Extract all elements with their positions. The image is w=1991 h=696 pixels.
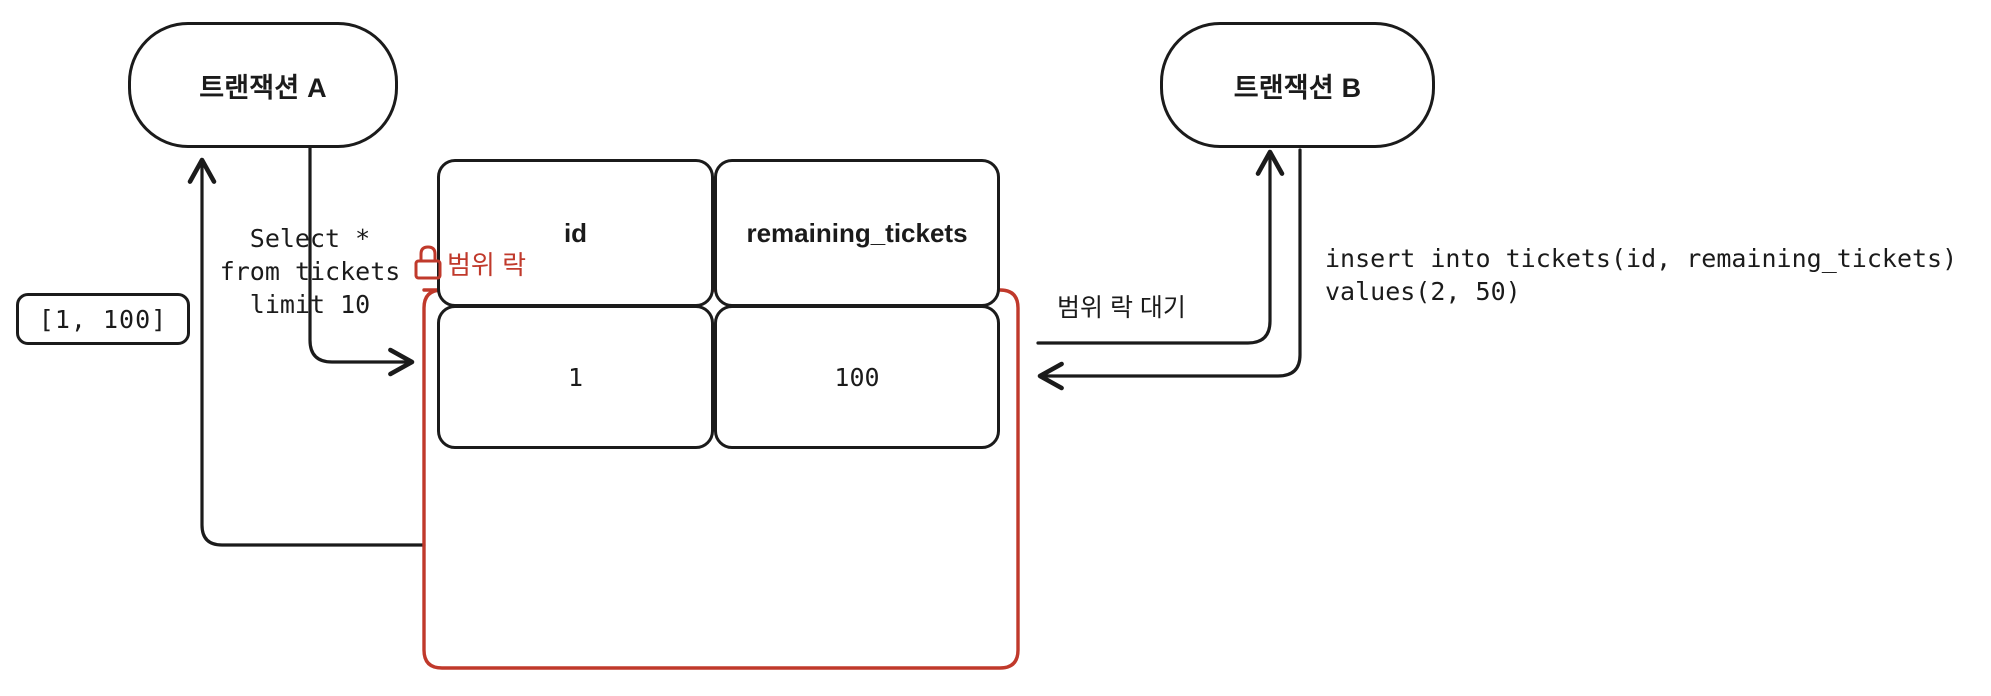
select-query-label: Select * from tickets limit 10 — [219, 224, 401, 319]
transaction-b-node[interactable]: 트랜잭션 B — [1160, 22, 1435, 148]
transaction-b-label: 트랜잭션 B — [1233, 72, 1362, 103]
range-value-box[interactable]: [1, 100] — [16, 293, 190, 345]
range-value-label: [1, 100] — [38, 304, 168, 334]
range-lock-label: 범위 락 — [447, 250, 526, 280]
range-lock-wait-label: 범위 락 대기 — [1057, 294, 1186, 322]
edge-a-result — [187, 157, 426, 547]
table-row: 1 — [437, 305, 714, 449]
transaction-a-label: 트랜잭션 A — [199, 72, 327, 103]
edge-b-insert — [1037, 148, 1302, 391]
transaction-a-node[interactable]: 트랜잭션 A — [128, 22, 398, 148]
insert-query-label: insert into tickets(id, remaining_ticket… — [1325, 244, 1958, 306]
table-header-id-label: id — [563, 217, 588, 248]
table-header-cell-remaining-tickets: remaining_tickets — [714, 159, 1000, 307]
table-cell-remaining-tickets: 100 — [714, 305, 1000, 449]
lock-icon — [414, 245, 442, 280]
table-header-cell-id: id — [437, 159, 714, 307]
table-cell-remaining-tickets-value: 100 — [834, 362, 880, 392]
table-header-remaining-tickets-label: remaining_tickets — [746, 217, 968, 248]
table-cell-id-value: 1 — [567, 362, 584, 392]
